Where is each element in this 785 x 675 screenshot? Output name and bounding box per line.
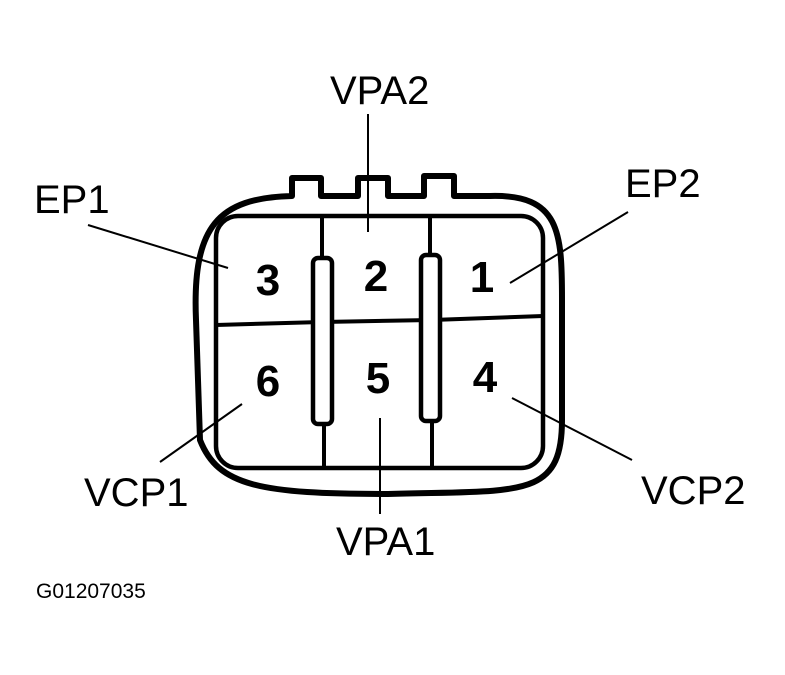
leader-line-ep1 (87, 224, 229, 269)
leader-line-vcp1 (159, 403, 243, 463)
horizontal-divider-middle (321, 318, 433, 324)
pin-number-4: 4 (473, 353, 498, 402)
signal-label-vcp2: VCP2 (641, 469, 746, 513)
horizontal-divider-left (215, 320, 323, 327)
pin-number-1: 1 (470, 253, 494, 302)
signal-label-ep1: EP1 (34, 178, 110, 222)
signal-label-ep2: EP2 (625, 162, 701, 206)
pin-number-5: 5 (366, 354, 390, 403)
signal-label-vcp1: VCP1 (84, 471, 189, 515)
latch-bar-right (418, 252, 443, 424)
signal-label-vpa2: VPA2 (330, 69, 429, 113)
horizontal-divider-right (431, 314, 544, 322)
signal-label-vpa1: VPA1 (336, 520, 435, 564)
figure-id: G01207035 (36, 580, 146, 603)
leader-line-vcp2 (511, 397, 633, 461)
pin-number-3: 3 (256, 256, 280, 305)
pin-number-2: 2 (364, 252, 388, 301)
connector-outer-shell (192, 173, 565, 497)
latch-bar-left (310, 255, 335, 427)
leader-line-ep2 (509, 211, 629, 284)
pin-number-6: 6 (256, 357, 280, 406)
